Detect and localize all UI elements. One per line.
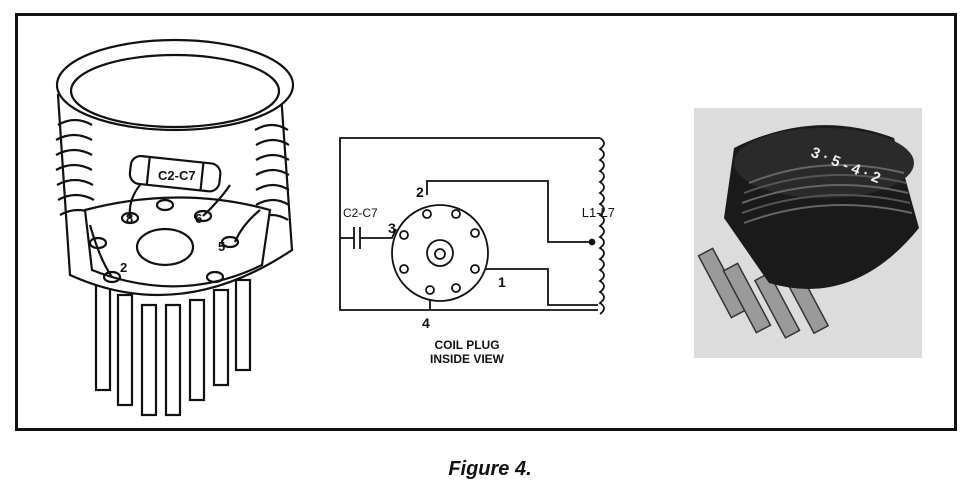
schematic-caption-line2: INSIDE VIEW <box>430 352 505 366</box>
schematic-caption-line1: COIL PLUG <box>434 338 499 352</box>
schematic-inductor-label: L1-L7 <box>582 205 615 220</box>
left-pin-label-2: 2 <box>120 260 127 275</box>
schematic-pin-label-1: 1 <box>498 274 506 290</box>
left-pin-label-6: 6 <box>195 211 202 226</box>
schematic-pin-label-3: 3 <box>388 220 396 236</box>
left-pin-label-5: 5 <box>218 239 225 254</box>
schematic-capacitor-label: C2-C7 <box>343 206 378 220</box>
coil-plug-photo: 3 · 5 - 4 · 2 <box>694 108 922 358</box>
schematic-pin-label-2: 2 <box>416 184 424 200</box>
figure-caption: Figure 4. <box>448 458 532 480</box>
schematic-pin-label-4: 4 <box>422 315 430 331</box>
coil-plug-schematic: C2-C7 L1-L7 2 3 1 4 COIL PLUG INSIDE VIE… <box>339 137 615 366</box>
left-pin-label-8: 8 <box>126 211 133 226</box>
coil-form-drawing: C2-C7 8 6 5 2 <box>55 38 295 417</box>
left-capacitor-label: C2-C7 <box>158 168 196 183</box>
